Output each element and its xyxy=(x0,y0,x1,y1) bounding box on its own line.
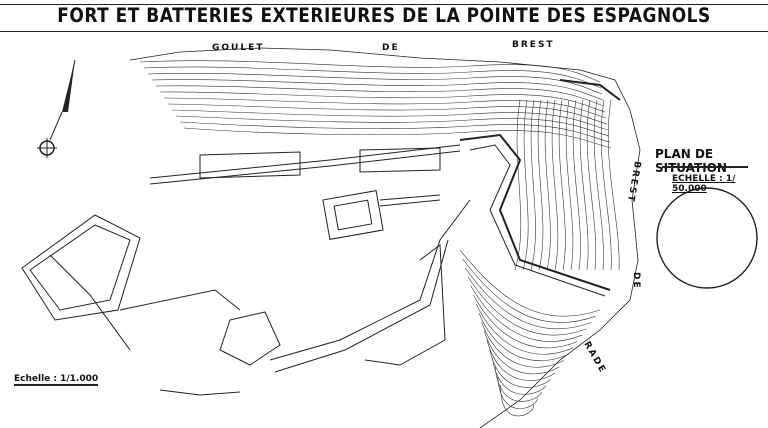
contour-lines xyxy=(139,60,620,417)
contour-line xyxy=(478,312,569,361)
top-border xyxy=(0,4,768,5)
contour-line xyxy=(475,303,574,355)
label-de-right: DE xyxy=(631,272,641,290)
north-arrow-icon xyxy=(37,59,76,158)
contour-line xyxy=(155,85,605,107)
contour-line xyxy=(171,109,609,131)
situation-map-circle xyxy=(656,187,758,289)
contour-line xyxy=(470,285,583,342)
contour-line xyxy=(544,99,551,271)
contour-line xyxy=(579,99,589,271)
contour-line xyxy=(163,97,607,119)
contour-line xyxy=(500,384,534,417)
contour-line xyxy=(462,258,596,323)
contour-line xyxy=(522,99,529,271)
contour-line xyxy=(143,66,602,89)
map-title: FORT ET BATTERIES EXTERIEURES DE LA POIN… xyxy=(57,4,711,28)
contour-line xyxy=(572,99,581,271)
plan-heading-rule xyxy=(662,166,748,168)
contour-line xyxy=(473,294,578,349)
contour-line xyxy=(465,267,592,330)
contour-line xyxy=(593,99,604,271)
contour-line xyxy=(486,339,556,381)
contour-line xyxy=(139,60,601,83)
contour-line xyxy=(600,99,612,271)
contour-line xyxy=(147,72,603,95)
contour-line xyxy=(459,249,601,317)
label-goulet: GOULET xyxy=(212,43,265,53)
contour-line xyxy=(175,115,610,137)
contour-line xyxy=(565,99,574,271)
plan-de-situation-heading: PLAN DE SITUATION xyxy=(655,147,727,175)
contour-line xyxy=(586,99,597,271)
contour-line xyxy=(537,99,544,271)
contour-line xyxy=(558,99,566,271)
main-scale: Echelle : 1/1.000 xyxy=(14,374,99,386)
contour-line xyxy=(530,99,536,271)
fortifications xyxy=(21,79,621,396)
contour-line xyxy=(484,330,560,375)
contour-line xyxy=(607,99,620,271)
contour-line xyxy=(489,348,551,388)
title-underline xyxy=(0,31,768,32)
contour-line xyxy=(551,99,559,271)
contour-line xyxy=(514,99,522,271)
label-de-top: DE xyxy=(382,43,400,53)
contour-line xyxy=(467,276,587,336)
contour-line xyxy=(151,79,604,101)
situation-scale: ECHELLE : 1/ 50.000 xyxy=(672,174,736,194)
contour-line xyxy=(183,127,612,149)
label-brest-top: BREST xyxy=(512,40,555,50)
contour-line xyxy=(497,375,538,409)
contour-line xyxy=(179,121,611,143)
contour-line xyxy=(159,91,606,113)
coastline xyxy=(129,47,641,428)
